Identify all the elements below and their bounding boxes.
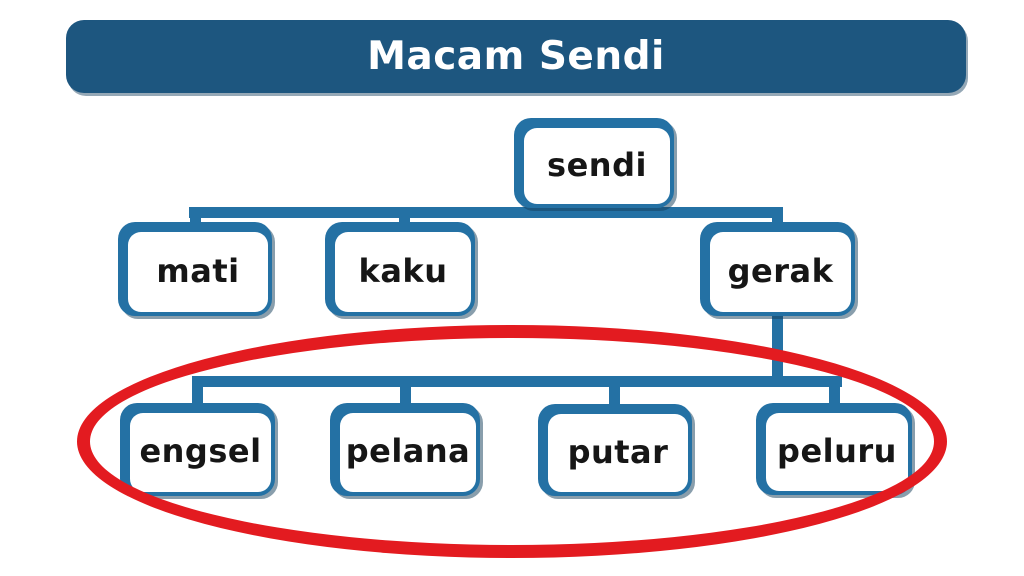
node-kaku-label: kaku xyxy=(358,251,448,290)
node-engsel-box: engsel xyxy=(130,413,271,492)
node-putar-label: putar xyxy=(567,432,669,471)
node-sendi-box: sendi xyxy=(524,128,670,204)
node-kaku: kaku xyxy=(325,222,475,316)
connector-gerak-vertical xyxy=(772,312,783,384)
node-peluru: peluru xyxy=(756,403,912,495)
connector-stub-kaku xyxy=(399,212,410,230)
node-peluru-label: peluru xyxy=(777,431,897,470)
node-mati-label: mati xyxy=(156,251,240,290)
node-gerak: gerak xyxy=(700,222,855,316)
node-sendi-label: sendi xyxy=(547,145,647,184)
connector-stub-peluru xyxy=(829,382,840,410)
node-engsel-label: engsel xyxy=(139,432,262,470)
node-peluru-box: peluru xyxy=(766,413,908,491)
node-gerak-label: gerak xyxy=(727,251,834,290)
connector-stub-mati xyxy=(190,212,201,230)
node-putar: putar xyxy=(538,404,692,496)
node-pelana-box: pelana xyxy=(340,413,476,492)
node-pelana-label: pelana xyxy=(345,432,471,470)
connector-stub-putar xyxy=(609,382,620,410)
node-pelana: pelana xyxy=(330,403,480,496)
title-banner: Macam Sendi xyxy=(66,20,966,93)
connector-level2-horizontal xyxy=(192,376,842,387)
node-sendi: sendi xyxy=(514,118,674,208)
node-gerak-box: gerak xyxy=(710,232,851,312)
connector-stub-pelana xyxy=(400,382,411,410)
node-putar-box: putar xyxy=(548,414,688,492)
connector-stub-engsel xyxy=(192,382,203,410)
node-engsel: engsel xyxy=(120,403,275,496)
diagram-title: Macam Sendi xyxy=(367,34,665,79)
connector-stub-gerak xyxy=(772,212,783,230)
node-mati-box: mati xyxy=(128,232,268,312)
node-kaku-box: kaku xyxy=(335,232,471,312)
connector-level1-horizontal xyxy=(189,207,783,218)
node-mati: mati xyxy=(118,222,272,316)
